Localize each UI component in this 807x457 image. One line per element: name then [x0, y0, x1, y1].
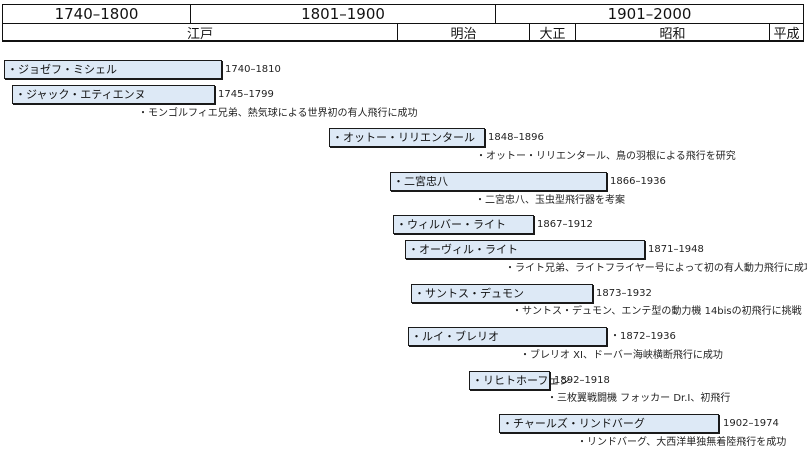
person-years: 1871–1948 [648, 244, 704, 255]
era-taisho: 大正 [530, 23, 576, 42]
person-bar: ・ジャック・エティエンヌ [12, 85, 215, 104]
person-years: 1848–1896 [488, 132, 544, 143]
person-bar: ・ジョゼフ・ミシェル [4, 60, 222, 79]
century-1801-1900: 1801–1900 [191, 4, 496, 23]
event-note: ・ブレリオ XI、ドーバー海峡横断飛行に成功 [520, 350, 723, 361]
person-years: 1873–1932 [596, 288, 652, 299]
person-years: 1867–1912 [537, 219, 593, 230]
person-bar: ・オットー・リリエンタール [329, 128, 485, 147]
person-years: 1866–1936 [610, 176, 666, 187]
person-years: 1740–1810 [225, 64, 281, 75]
person-bar: ・ルイ・ブレリオ [408, 327, 607, 346]
event-note: ・三枚翼戦闘機 フォッカー Dr.I、初飛行 [547, 393, 731, 404]
century-1740-1800: 1740–1800 [2, 4, 191, 23]
person-years: ・1872–1936 [610, 331, 676, 342]
century-1901-2000: 1901–2000 [496, 4, 804, 23]
era-meiji: 明治 [398, 23, 530, 42]
person-years: 1745–1799 [218, 89, 274, 100]
person-bar: ・チャールズ・リンドバーグ [499, 414, 719, 433]
event-note: ・オットー・リリエンタール、鳥の羽根による飛行を研究 [476, 151, 736, 162]
person-years: 1902–1974 [723, 418, 779, 429]
timeline-header: 1740–1800 1801–1900 1901–2000 江戸 明治 大正 昭… [2, 4, 804, 42]
event-note: ・サントス・デュモン、エンテ型の動力機 14bisの初飛行に挑戦 [512, 306, 802, 317]
person-years: 1892–1918 [554, 375, 610, 386]
event-note: ・リンドバーグ、大西洋単独無着陸飛行を成功 [577, 437, 787, 448]
event-note: ・ライト兄弟、ライトフライヤー号によって初の有人動力飛行に成功 [505, 263, 807, 274]
person-bar: ・リヒトホーフェン [469, 371, 570, 390]
person-bar: ・サントス・デュモン [411, 284, 593, 303]
person-bar: ・オーヴィル・ライト [405, 240, 645, 259]
era-heisei: 平成 [770, 23, 804, 42]
era-showa: 昭和 [576, 23, 770, 42]
era-edo: 江戸 [2, 23, 398, 42]
event-note: ・モンゴルフィエ兄弟、熱気球による世界初の有人飛行に成功 [138, 108, 418, 119]
event-note: ・二宮忠八、玉虫型飛行器を考案 [475, 195, 625, 206]
person-bar: ・二宮忠八 [390, 172, 607, 191]
person-bar: ・ウィルバー・ライト [393, 215, 534, 234]
